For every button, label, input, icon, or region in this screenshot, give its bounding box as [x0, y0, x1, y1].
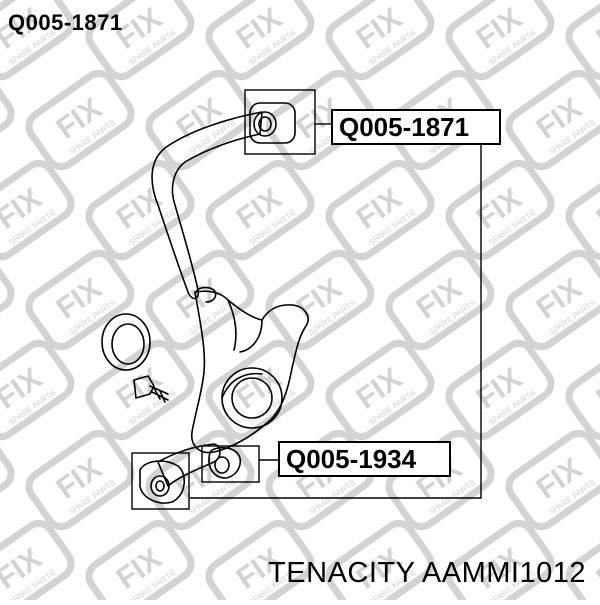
lower-bushing-eye	[150, 475, 170, 497]
snap-ring-inner	[111, 323, 145, 365]
steering-knuckle-drawing	[101, 102, 309, 504]
hub-inner	[231, 377, 273, 419]
svg-text:FIX: FIX	[591, 362, 600, 416]
bolt-icon	[133, 375, 169, 403]
page-title: Q005-1871	[8, 10, 123, 35]
upper-arm	[151, 111, 263, 300]
snap-ring-outer	[101, 313, 151, 371]
upper-part-frame	[244, 89, 316, 155]
callout-frames	[131, 89, 482, 510]
knuckle-body	[190, 290, 309, 454]
lower-part-frame	[131, 452, 190, 510]
upper-bushing-body	[249, 102, 296, 144]
upper-part-number-callout[interactable]: Q005-1871	[331, 109, 501, 145]
lower-part-number-callout[interactable]: Q005-1934	[278, 441, 451, 477]
svg-text:FIX: FIX	[591, 542, 600, 596]
ball-joint	[208, 446, 242, 479]
ball-joint-frame	[201, 445, 260, 483]
svg-text:FIX: FIX	[591, 2, 600, 56]
svg-text:FIX: FIX	[591, 182, 600, 236]
footer-part-reference: TENACITY AAMMI1012	[268, 557, 586, 589]
lower-bushing-body	[139, 460, 185, 504]
upper-bushing-eye	[253, 111, 277, 137]
upper-outer-leader	[190, 145, 482, 499]
